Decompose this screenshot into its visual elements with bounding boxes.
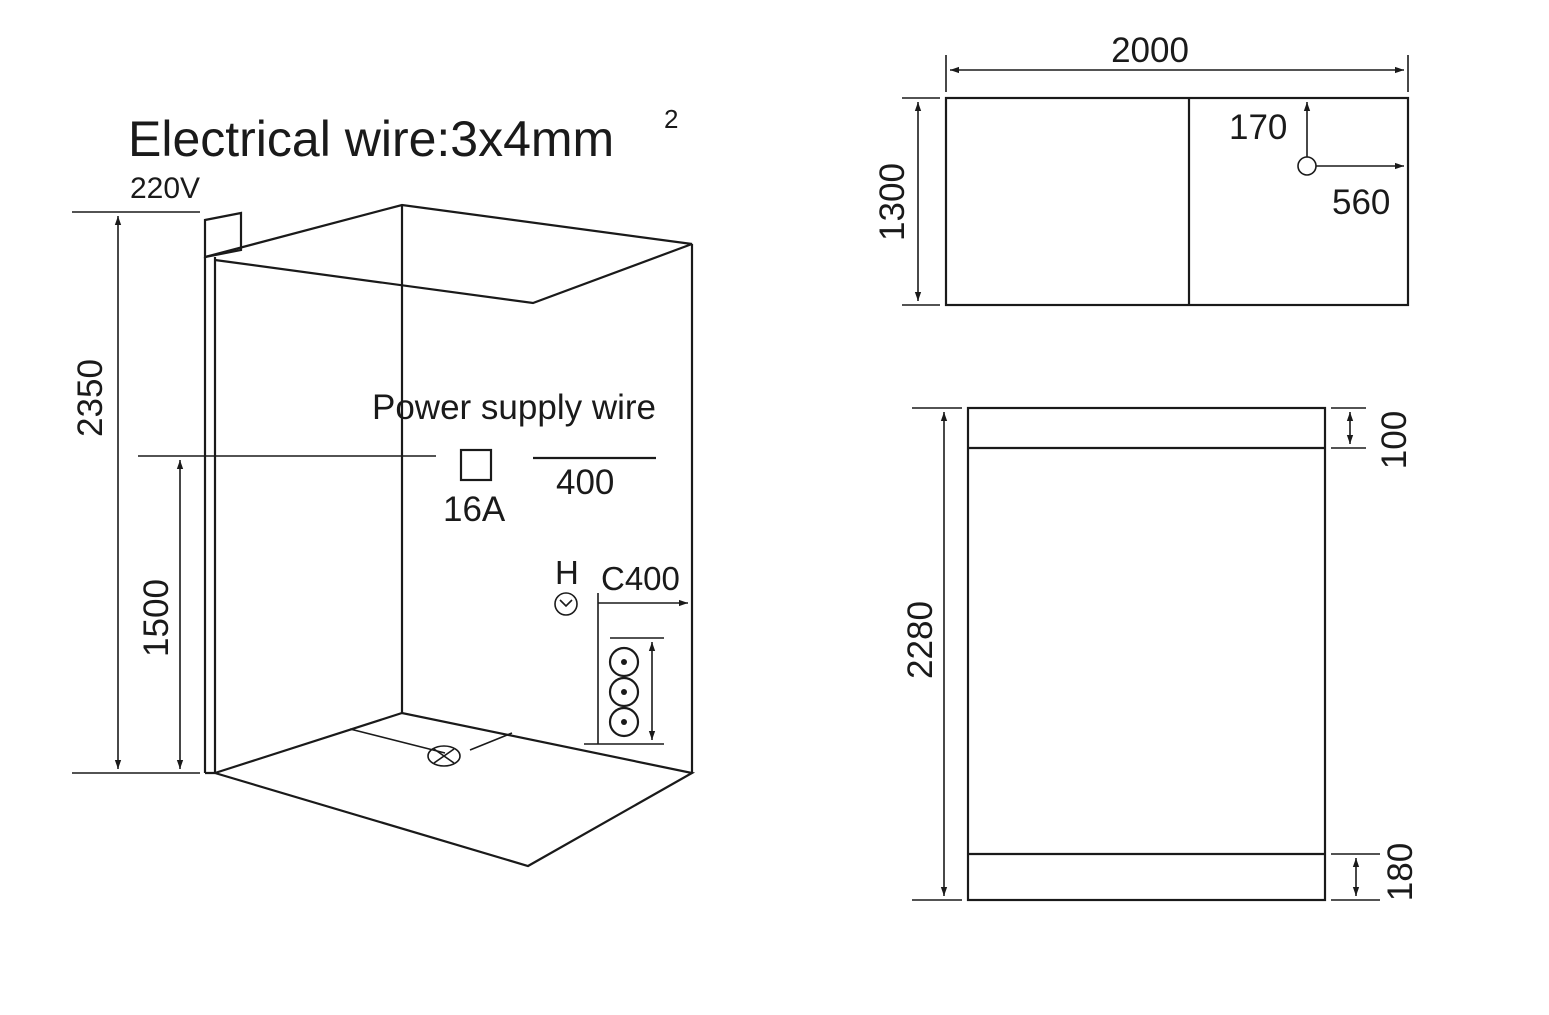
cabin-floor: [211, 711, 696, 868]
electrical-wire-title: Electrical wire:3x4mm: [128, 111, 614, 167]
cold-water-label: C400: [601, 560, 680, 597]
shower-tray-line: [349, 728, 513, 754]
drain-position-icon: [1297, 156, 1317, 176]
power-supply-label: Power supply wire: [372, 388, 656, 427]
electrical-wire-superscript: 2: [664, 104, 678, 134]
cabin-top-outline: [204, 203, 693, 305]
bottom-band-label: 180: [1381, 843, 1420, 901]
front-outline: [966, 406, 1327, 902]
front-elevation-view: 2280 100 180: [901, 406, 1420, 902]
plan-outline: [944, 96, 1410, 307]
front-height-label: 2280: [901, 601, 940, 679]
wall-plate: [203, 211, 243, 259]
socket-box-icon: [459, 448, 493, 482]
hot-water-label: H: [555, 554, 579, 591]
socket-offset-label: 400: [556, 463, 614, 502]
top-band-label: 100: [1375, 411, 1414, 469]
breaker-label: 16A: [443, 490, 506, 529]
jet-icon: [608, 676, 640, 708]
drain-x-label: 560: [1332, 183, 1390, 222]
voltage-label: 220V: [130, 172, 200, 205]
floor-drain-icon: [427, 745, 461, 767]
jet-icon: [608, 646, 640, 678]
cabin-3d-view: Power supply wire 16A 400 H C400 2350 15: [71, 203, 696, 868]
total-height-label: 2350: [71, 359, 110, 437]
left-wall-edge: [203, 257, 217, 775]
top-depth-label: 1300: [873, 163, 912, 241]
drain-y-label: 170: [1229, 108, 1287, 147]
jet-icon: [608, 706, 640, 738]
hot-water-valve-icon: [554, 592, 578, 616]
socket-height-label: 1500: [137, 579, 176, 657]
shower-jets: [608, 646, 640, 738]
top-width-label: 2000: [1111, 31, 1189, 70]
top-plan-view: 2000 1300 170 560: [873, 31, 1410, 307]
